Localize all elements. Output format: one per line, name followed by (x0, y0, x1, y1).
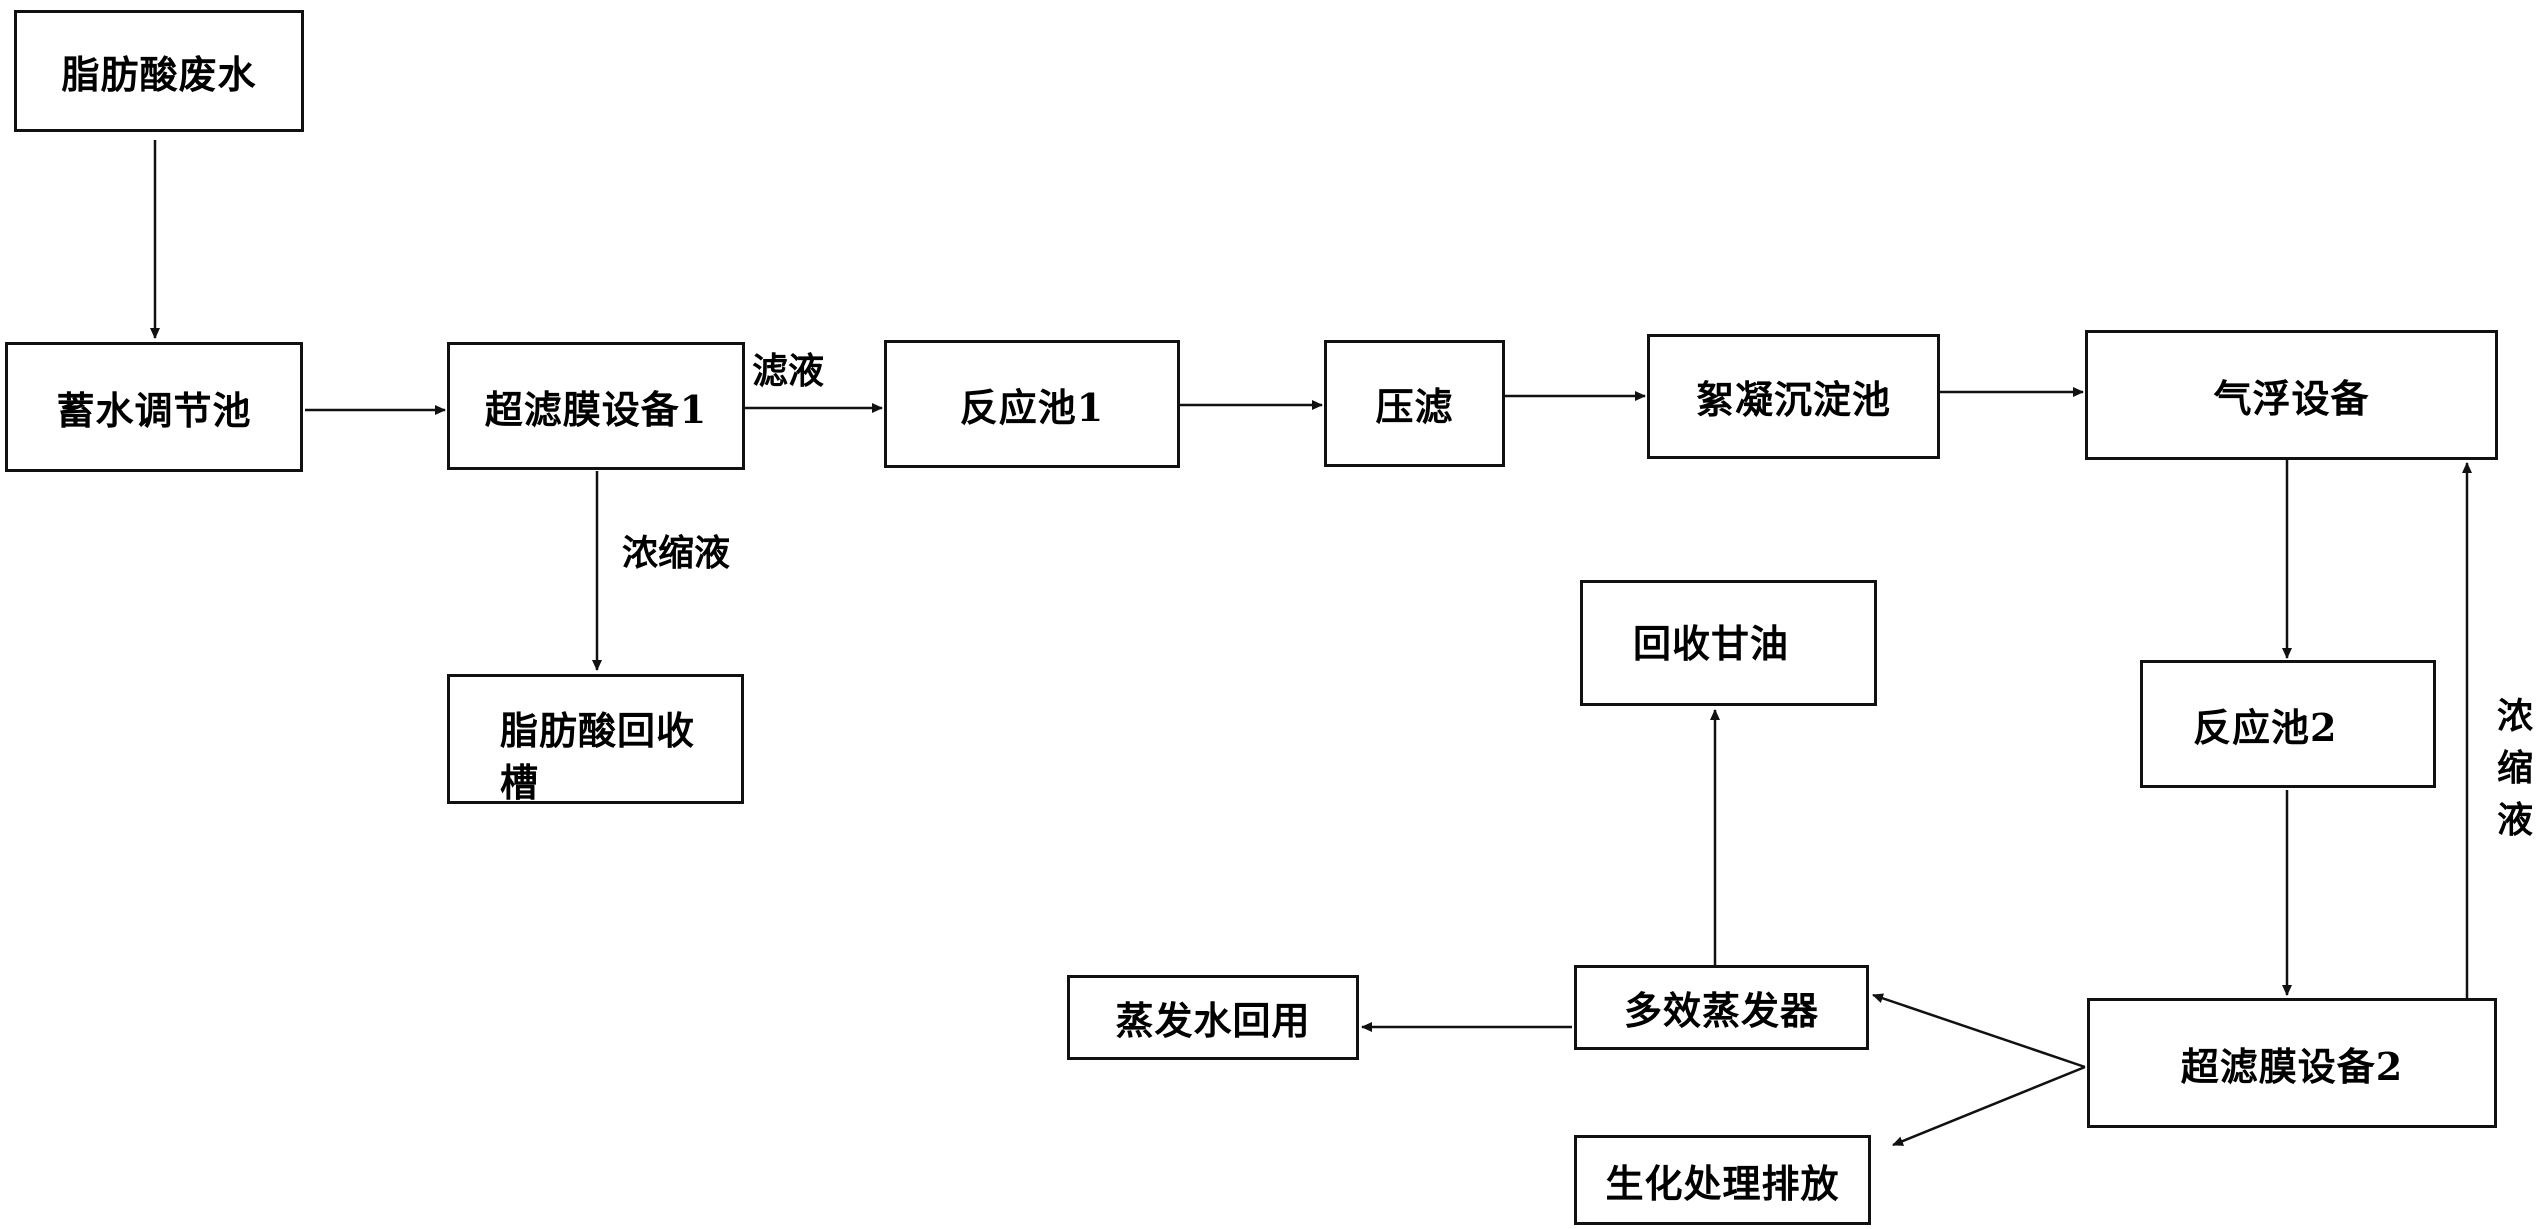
node-flocculation: 絮凝沉淀池 (1647, 334, 1940, 459)
node-storage-tank: 蓄水调节池 (5, 342, 303, 472)
label-concentrate-uf1: 浓缩液 (622, 532, 731, 574)
label-concentrate-uf2: 浓缩液 (2496, 695, 2533, 841)
node-biochem-discharge: 生化处理排放 (1574, 1135, 1871, 1225)
node-uf2: 超滤膜设备2 (2087, 998, 2497, 1128)
node-reactor1: 反应池1 (884, 340, 1180, 468)
node-multi-evaporator: 多效蒸发器 (1574, 965, 1869, 1050)
node-evap-water-reuse: 蒸发水回用 (1067, 975, 1359, 1060)
node-flotation: 气浮设备 (2085, 330, 2498, 460)
arrow-uf2-to-biochem (1892, 1065, 2086, 1147)
node-reactor2: 反应池2 (2140, 660, 2436, 788)
label-filtrate: 滤液 (752, 350, 825, 392)
node-fatty-recovery: 脂肪酸回收槽 (447, 674, 744, 805)
node-recover-glycerol: 回收甘油 (1580, 580, 1877, 706)
node-press-filter: 压滤 (1324, 340, 1505, 467)
arrow-uf2-to-evaporator (1872, 993, 2086, 1069)
node-uf1: 超滤膜设备1 (447, 342, 745, 470)
node-waste-water: 脂肪酸废水 (14, 10, 304, 132)
